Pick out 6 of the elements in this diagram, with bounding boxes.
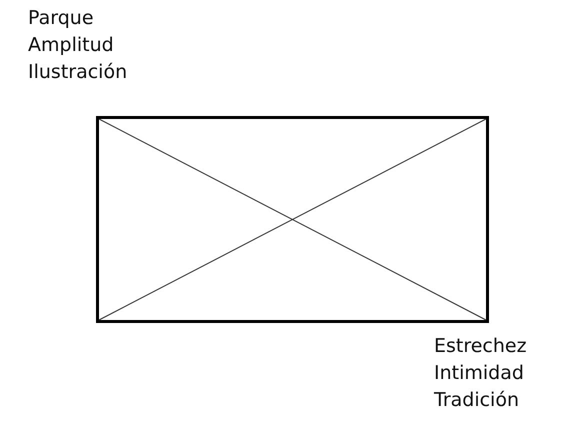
- word-label: Ilustración: [28, 61, 128, 83]
- word-label: Amplitud: [28, 34, 114, 56]
- word-label: Tradición: [434, 389, 519, 411]
- word-label: Parque: [28, 7, 94, 29]
- word-label: Intimidad: [434, 362, 524, 384]
- word-label: Estrechez: [434, 335, 527, 357]
